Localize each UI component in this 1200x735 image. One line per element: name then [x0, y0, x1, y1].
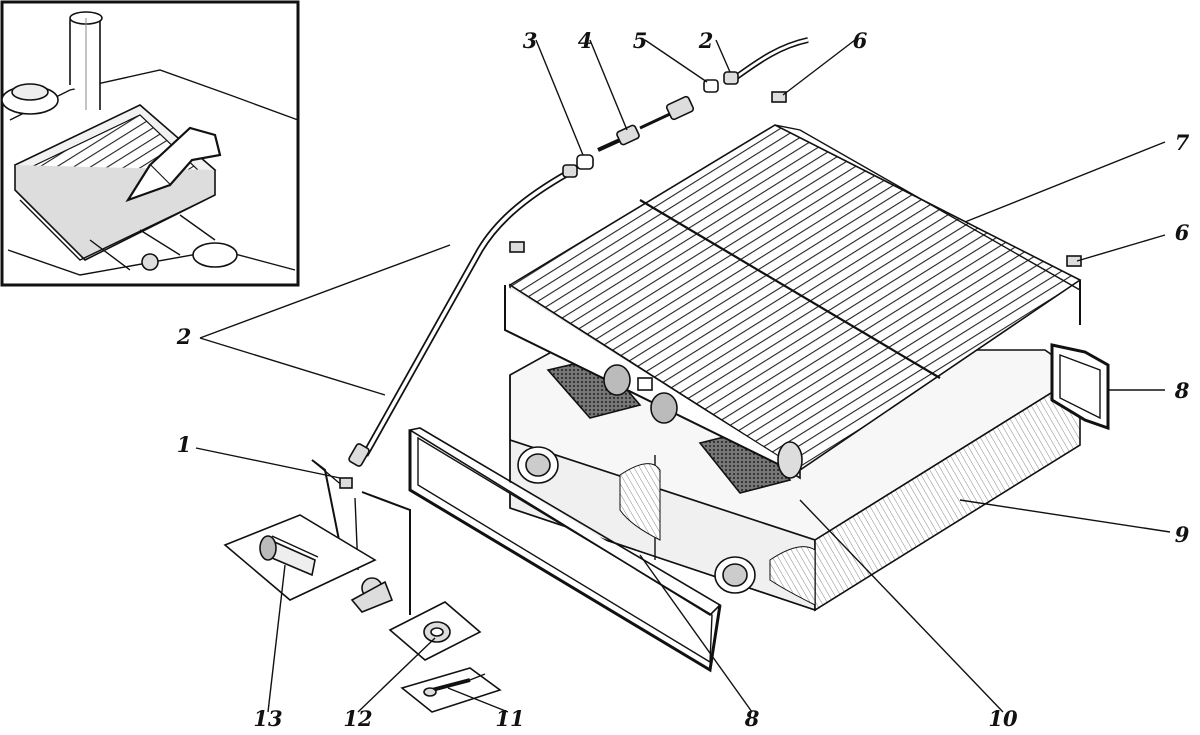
washer-12	[388, 601, 482, 661]
location-inset	[0, 0, 300, 287]
pad-6-top	[771, 91, 787, 103]
callout-3: 3	[523, 28, 538, 53]
callout-9: 9	[1175, 522, 1190, 547]
gasket-8-rear	[1050, 343, 1110, 431]
pad-6-left	[509, 241, 525, 253]
callout-7: 7	[1175, 130, 1190, 155]
callout-6-top: 6	[853, 28, 868, 53]
radiator-core-7	[504, 124, 1082, 480]
callout-labels: 1 2 2 3 4 5 6 6 7 8 8 9 10 11 12 13	[176, 28, 1190, 731]
gasket-8-front	[407, 427, 722, 673]
callout-10: 10	[988, 706, 1018, 731]
callout-8-right: 8	[1174, 378, 1190, 403]
leader-lines	[195, 39, 1171, 713]
sensor-tube-2-top	[723, 37, 809, 85]
shaft-13	[223, 514, 377, 601]
callout-11: 11	[495, 706, 524, 731]
pad-6-right	[1066, 255, 1082, 267]
callout-5: 5	[633, 28, 648, 53]
callout-12: 12	[343, 706, 372, 731]
callout-2-top: 2	[698, 28, 714, 53]
sensor-rod-2	[348, 164, 578, 467]
pin-11	[400, 667, 502, 713]
sleeve-5	[703, 79, 719, 93]
callout-6-right: 6	[1175, 220, 1190, 245]
callout-2-left: 2	[176, 324, 192, 349]
callout-13: 13	[253, 706, 282, 731]
sensor-element-4	[597, 95, 695, 152]
callout-8-bottom: 8	[744, 706, 760, 731]
nut-3	[576, 154, 594, 170]
lever-1	[311, 459, 411, 615]
callout-4: 4	[578, 28, 593, 53]
callout-1: 1	[177, 432, 192, 457]
